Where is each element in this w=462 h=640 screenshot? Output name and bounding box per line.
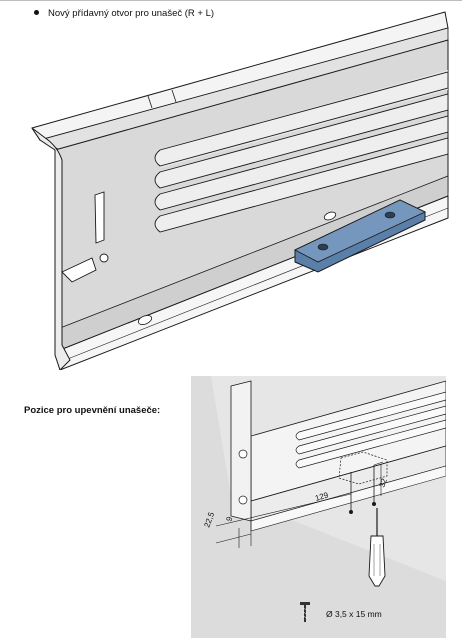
screwdriver-icon [368,508,386,587]
drawer-rail-illustration [31,11,449,370]
dim-32: 32 [377,477,389,489]
dim-9: 9 [224,515,234,523]
mounting-position-caption: Pozice pro upevnění unašeče: [24,405,161,416]
bullet-item: Nový přídavný otvor pro unašeč (R + L) [34,8,214,19]
screw-icon [300,602,310,622]
bullet-icon [34,9,39,15]
bullet-text: Nový přídavný otvor pro unašeč (R + L) [48,8,215,19]
screw-size-label: Ø 3,5 x 15 mm [326,609,382,619]
dim-129: 129 [314,490,330,502]
carrier-bracket [294,199,426,273]
top-divider [0,0,462,1]
panel-ribs [154,71,449,233]
mounting-position-diagram: 22,5 9 129 32 [191,376,446,638]
